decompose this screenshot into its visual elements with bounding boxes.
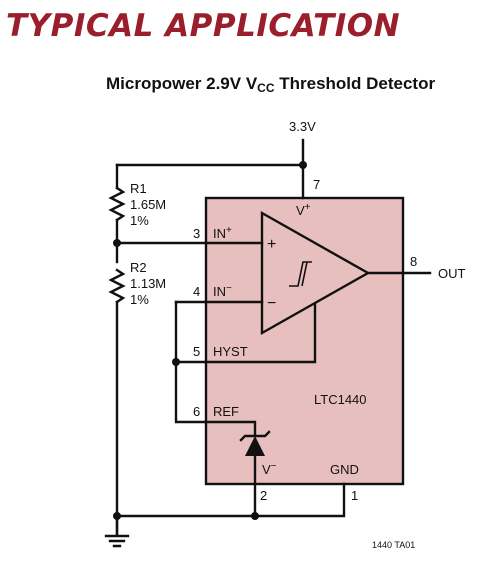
pin-number-5: 5 xyxy=(193,344,200,359)
pin-number-8: 8 xyxy=(410,254,417,269)
r2-value: 1.13M xyxy=(130,276,166,291)
r1-tolerance: 1% xyxy=(130,213,149,228)
hysteresis-symbol xyxy=(289,261,312,287)
junction-hyst xyxy=(172,358,180,366)
r1-value: 1.65M xyxy=(130,197,166,212)
section-title: TYPICAL APPLICATION xyxy=(6,8,401,44)
wire-ref-internal xyxy=(204,420,257,436)
figure-subtitle: Micropower 2.9V VCC Threshold Detector xyxy=(106,74,435,95)
pin-label-hyst: HYST xyxy=(213,344,248,359)
subtitle-subscript: CC xyxy=(257,81,275,95)
wire-hyst xyxy=(174,302,317,364)
pin-label-in-plus: IN+ xyxy=(213,225,232,241)
supply-label: 3.3V xyxy=(289,119,316,134)
pin-number-4: 4 xyxy=(193,284,200,299)
comparator-minus: − xyxy=(267,295,276,312)
pin-label-ref: REF xyxy=(213,404,239,419)
r2-designator: R2 xyxy=(130,260,147,275)
junction-divider xyxy=(113,239,121,247)
r2-tolerance: 1% xyxy=(130,292,149,307)
resistor-r2-symbol xyxy=(108,268,126,304)
ic-body xyxy=(204,196,405,486)
zener-cathode-bar xyxy=(239,430,271,442)
pin-number-3: 3 xyxy=(193,226,200,241)
junction-ground-left xyxy=(113,512,121,520)
comparator-plus: + xyxy=(267,236,276,253)
pin-number-7: 7 xyxy=(313,177,320,192)
resistor-r1-symbol xyxy=(108,186,126,222)
zener-diode-symbol xyxy=(245,436,265,456)
r1-designator: R1 xyxy=(130,181,147,196)
pin-label-in-minus: IN− xyxy=(213,283,232,299)
subtitle-main: Micropower 2.9V V xyxy=(106,74,258,93)
hysteresis-symbol-2 xyxy=(301,261,308,287)
figure-id: 1440 TA01 xyxy=(372,540,415,550)
pin-number-1: 1 xyxy=(351,488,358,503)
pin-label-gnd: GND xyxy=(330,462,359,477)
junction-ground-mid xyxy=(251,512,259,520)
junction-top xyxy=(299,161,307,169)
pin-number-2: 2 xyxy=(260,488,267,503)
ground-symbol xyxy=(104,514,130,548)
pin-label-vplus: V+ xyxy=(296,202,311,218)
wire-ground-bus xyxy=(115,482,346,518)
wire-feedback-loop xyxy=(174,300,208,424)
subtitle-tail: Threshold Detector xyxy=(274,74,436,93)
pin-label-vminus: V− xyxy=(262,461,277,477)
pin-number-6: 6 xyxy=(193,404,200,419)
output-label: OUT xyxy=(438,266,466,281)
ic-part-number: LTC1440 xyxy=(314,392,367,407)
